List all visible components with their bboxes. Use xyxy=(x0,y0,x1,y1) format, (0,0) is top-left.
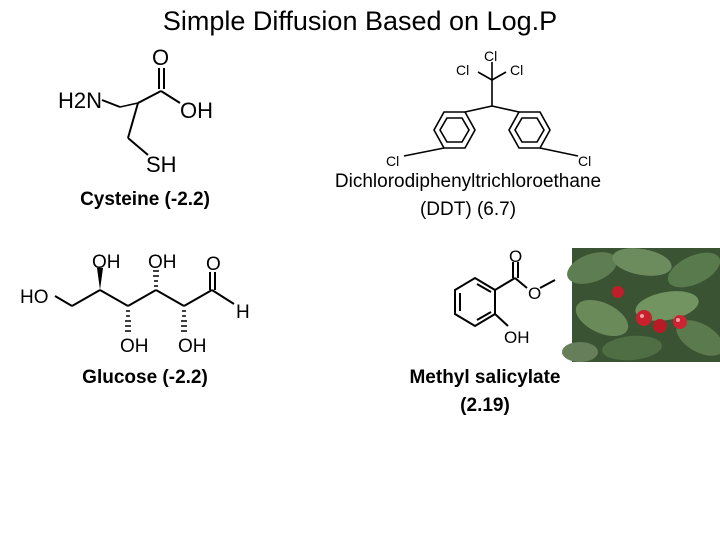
glucose-label: Glucose (-2.2) xyxy=(82,367,208,388)
ddt-structure: Cl Cl Cl Cl Cl xyxy=(386,48,591,169)
ddt-cl-atom: Cl xyxy=(578,153,591,169)
cysteine-label: Cysteine (-2.2) xyxy=(80,189,210,210)
cysteine-h2n-atom: H2N xyxy=(58,88,102,113)
cysteine-o-atom: O xyxy=(152,45,169,70)
glucose-oh-atom: OH xyxy=(92,252,121,273)
methyl-salicylate-oh-atom: OH xyxy=(504,328,530,347)
wintergreen-plant-photo xyxy=(562,248,720,362)
ddt-cl-atom: Cl xyxy=(510,62,523,78)
glucose-o-atom: O xyxy=(206,254,221,275)
cysteine-structure: O H2N OH SH xyxy=(58,45,213,177)
glucose-oh-atom: OH xyxy=(178,336,207,357)
ddt-cl-atom: Cl xyxy=(456,62,469,78)
glucose-oh-atom: OH xyxy=(120,336,149,357)
cysteine-sh-atom: SH xyxy=(146,152,177,177)
glucose-h-atom: H xyxy=(236,302,250,323)
methyl-salicylate-label-line1: Methyl salicylate xyxy=(409,367,561,388)
ddt-label-line1: Dichlorodiphenyltrichloroethane xyxy=(334,171,602,192)
methyl-salicylate-ester-o-atom: O xyxy=(528,284,541,303)
methyl-salicylate-structure: O O OH xyxy=(454,247,556,347)
methyl-salicylate-label-line2: (2.19) xyxy=(460,395,510,416)
cysteine-oh-atom: OH xyxy=(180,98,213,123)
slide-title: Simple Diffusion Based on Log.P xyxy=(162,6,558,36)
ddt-label-line2: (DDT) (6.7) xyxy=(419,199,517,220)
glucose-ho-atom: HO xyxy=(20,287,49,308)
ddt-cl-atom: Cl xyxy=(386,153,399,169)
ddt-cl-atom: Cl xyxy=(484,48,497,64)
glucose-oh-atom: OH xyxy=(148,252,177,273)
glucose-structure: HO OH OH O H OH OH xyxy=(20,252,250,357)
methyl-salicylate-carbonyl-o-atom: O xyxy=(509,247,522,266)
